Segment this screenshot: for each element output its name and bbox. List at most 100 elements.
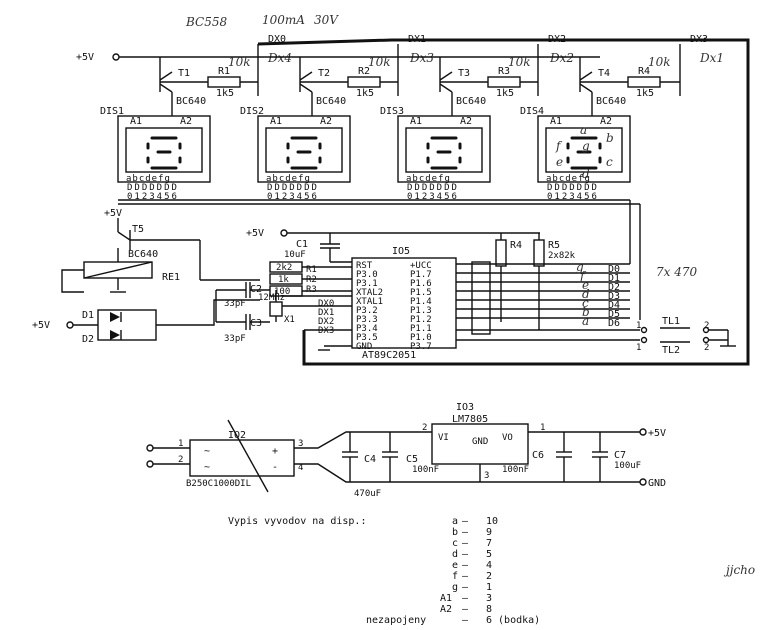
dis4-a1: A1 — [550, 116, 562, 127]
dx1-label: DX1 — [408, 34, 426, 45]
dis2-window — [265, 127, 343, 173]
pinout-dash-4: – — [462, 560, 469, 571]
d2-label: D2 — [82, 334, 94, 345]
pinout-dash-0: – — [462, 516, 469, 527]
dx1-hand-note: Dx1 — [699, 51, 724, 65]
data-note-f: f — [579, 269, 587, 283]
c6-label: C6 — [532, 450, 544, 461]
dis4-pin-d: DDDDDDD — [547, 183, 599, 193]
dis4-label: DIS4 — [520, 106, 544, 117]
pinout-key-2: c — [452, 538, 458, 549]
psu-out-5v: +5V — [648, 428, 666, 439]
dis2-pin-d: DDDDDDD — [267, 183, 319, 193]
data-line-d0: D0 — [608, 264, 620, 275]
ac-input-1 — [146, 444, 154, 452]
dis1-seg-letters: abcdefg — [126, 174, 171, 184]
ac-input-2 — [146, 460, 154, 468]
mcu-rpin-5: P1.3 — [410, 306, 432, 316]
c2-label: C2 — [250, 284, 262, 295]
dis4-note-b: b — [606, 131, 614, 145]
r2-value: 1k5 — [356, 88, 374, 99]
reg-vi: VI — [438, 433, 449, 443]
pinout-val-8: 8 — [486, 604, 492, 615]
pinout-dash-5: – — [462, 571, 469, 582]
r1-mcu-label: R1 — [306, 265, 317, 275]
dis4-note-e: e — [556, 155, 563, 169]
pinout-val-6: 1 — [486, 582, 492, 593]
top-5v-label: +5V — [76, 52, 94, 63]
dis2-a2: A2 — [320, 116, 332, 127]
crystal-label: X1 — [284, 315, 295, 325]
dis4-note-g: g — [582, 139, 590, 153]
dis3-a2: A2 — [460, 116, 472, 127]
mcu-lpin-4: XTAL1 — [356, 297, 383, 307]
bridge-pin4: 4 — [298, 463, 303, 473]
t5-label: T5 — [132, 224, 144, 235]
r3-label: R3 — [498, 66, 510, 77]
t2-emitter — [299, 71, 313, 81]
tl1-pin2-num: 2 — [704, 321, 709, 331]
tl1-pin1 — [640, 326, 648, 334]
header-note-voltage: 30V — [314, 13, 339, 27]
data-line-d3: D3 — [608, 291, 620, 302]
header-note-bc558: BC558 — [185, 15, 227, 29]
mcu-lpin-3: XTAL2 — [356, 288, 383, 298]
led-vcc: +5V — [32, 320, 50, 331]
mcu-rpin-7: P1.1 — [410, 324, 432, 334]
t4-collector — [579, 83, 593, 93]
mcu-dx3: DX3 — [318, 326, 334, 336]
bridge-name: B250C1000DIL — [186, 479, 251, 489]
tl2-label: TL2 — [662, 345, 680, 356]
hand-7x470: 7x 470 — [656, 265, 697, 279]
segment-bus — [118, 199, 641, 320]
dis1-label: DIS1 — [100, 106, 124, 117]
pinout-dash-2: – — [462, 538, 469, 549]
digit-bus: DX0 DX1 DX2 DX3 Dx4 Dx3 Dx2 Dx1 — [257, 34, 750, 366]
t1-emitter — [159, 71, 173, 81]
t4-emitter — [579, 71, 593, 81]
t3-type: BC640 — [456, 96, 486, 107]
dis4-note-a: a — [580, 123, 587, 137]
mcu-lpin-7: P3.4 — [356, 324, 378, 334]
r4-pullup — [495, 239, 507, 267]
dx3-hand-note: Dx3 — [409, 51, 434, 65]
data-line-d5: D5 — [608, 309, 620, 320]
mcu-rpin-6: P1.2 — [410, 315, 432, 325]
r3-hand-note: 10k — [508, 55, 531, 69]
pinout-dash-9: – — [462, 615, 469, 626]
pinout-val-1: 9 — [486, 527, 492, 538]
bridge-plus: + — [272, 446, 278, 457]
bridge-ac-1: ~ — [204, 446, 210, 457]
pinout-key-5: f — [452, 571, 458, 582]
pinout-key-0: a — [452, 516, 458, 527]
leds: +5V D1 D2 — [32, 299, 260, 345]
dis4-note-d: d — [582, 167, 590, 181]
dis1-pin-d: DDDDDDD — [127, 183, 179, 193]
r4-pullup-label: R4 — [510, 240, 522, 251]
data-note-a: a — [582, 314, 589, 328]
dis4-note-f: f — [555, 139, 563, 153]
r5-pullup — [533, 239, 545, 267]
stage-2: T2 BC640 R2 1k5 10k — [299, 55, 398, 110]
t1-label: T1 — [178, 68, 190, 79]
relay-coil-slash — [83, 261, 153, 279]
mcu-lpin-6: P3.3 — [356, 315, 378, 325]
mcu-area: +5V C1 10uF 2k2 1k 100 R1 R2 R3 C2 33pF … — [215, 228, 736, 361]
dis1-pin-num: 0123456 — [127, 192, 179, 202]
mcu-lpin-0: RST — [356, 261, 373, 271]
bridge-ac-2: ~ — [204, 462, 210, 473]
mcu-vcc: +5V — [246, 228, 264, 239]
c3-label: C3 — [250, 318, 262, 329]
dis4-pin-num: 0123456 — [547, 192, 599, 202]
r2-label: R2 — [358, 66, 370, 77]
header-note-current: 100mA — [262, 13, 305, 27]
r1-resistor — [207, 76, 241, 88]
dx3-label: DX3 — [690, 34, 708, 45]
pinout-key-4: e — [452, 560, 458, 571]
r4-resistor — [627, 76, 661, 88]
pinout-val-2: 7 — [486, 538, 492, 549]
dx2-hand-note: Dx2 — [549, 51, 574, 65]
c2-value: 33pF — [224, 299, 246, 309]
r-100-label: 100 — [274, 287, 290, 297]
